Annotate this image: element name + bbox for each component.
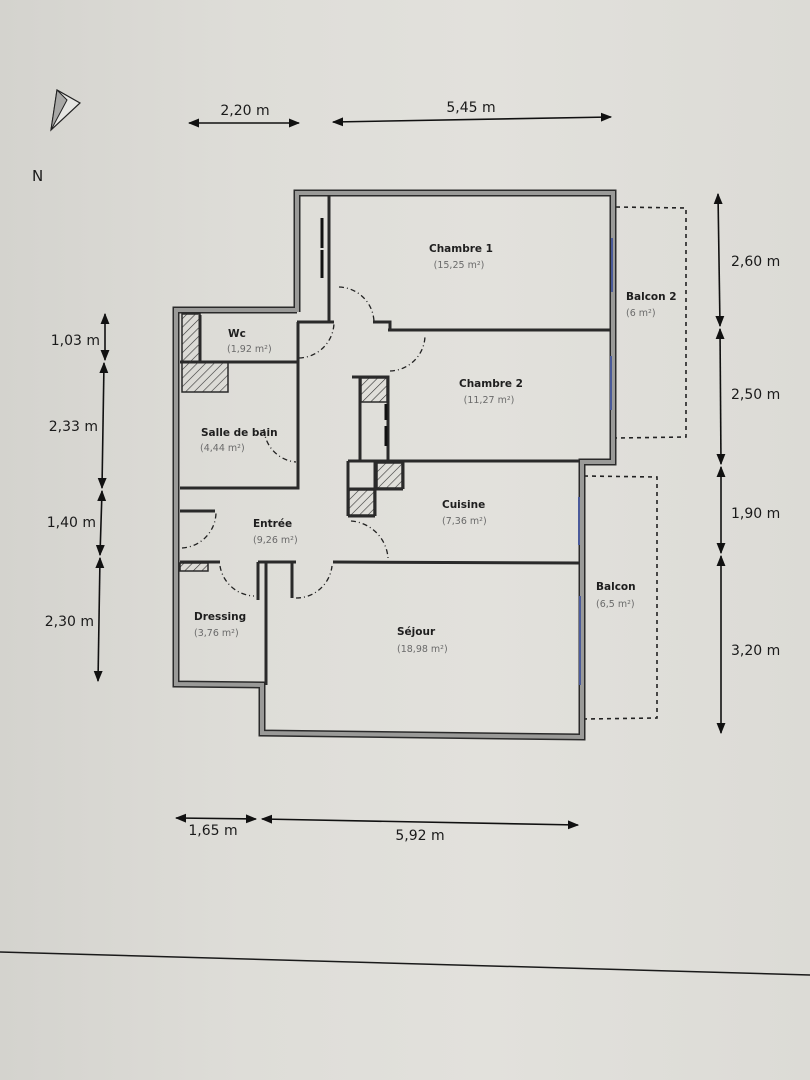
room-balcon-2: Balcon 2 (6 m²) xyxy=(626,291,677,319)
room-dressing: Dressing (3,76 m²) xyxy=(194,611,246,639)
wardrobe-doors xyxy=(320,218,388,446)
interior-walls xyxy=(180,196,610,685)
balconies xyxy=(583,206,687,720)
dim-bottom-1: 1,65 m xyxy=(188,823,237,839)
room-wc: Wc (1,92 m²) xyxy=(227,328,272,355)
svg-text:Salle de bain: Salle de bain xyxy=(201,427,278,439)
room-balcon: Balcon (6,5 m²) xyxy=(596,581,636,610)
door-swings xyxy=(181,286,426,599)
svg-text:(15,25 m²): (15,25 m²) xyxy=(434,260,485,271)
svg-text:Balcon: Balcon xyxy=(596,581,636,593)
north-label: N xyxy=(32,167,43,185)
svg-text:Chambre 2: Chambre 2 xyxy=(459,378,523,390)
top-dimensions: 2,20 m 5,45 m xyxy=(187,100,613,128)
dim-left-1: 1,03 m xyxy=(51,333,100,349)
svg-text:Balcon 2: Balcon 2 xyxy=(626,291,677,303)
dim-right-4: 3,20 m xyxy=(731,643,780,659)
hatched-ducts xyxy=(179,313,403,572)
svg-text:Chambre 1: Chambre 1 xyxy=(429,243,493,255)
bottom-dimensions: 1,65 m 5,92 m xyxy=(174,813,580,844)
svg-text:(7,36 m²): (7,36 m²) xyxy=(442,516,487,527)
svg-text:(18,98 m²): (18,98 m²) xyxy=(397,644,448,655)
svg-text:(1,92 m²): (1,92 m²) xyxy=(227,344,272,355)
dim-bottom-2: 5,92 m xyxy=(395,828,444,844)
svg-text:Cuisine: Cuisine xyxy=(442,499,485,511)
dim-top-1: 2,20 m xyxy=(220,103,269,119)
svg-text:(6 m²): (6 m²) xyxy=(626,308,656,319)
svg-text:Dressing: Dressing xyxy=(194,611,246,623)
walls xyxy=(172,189,617,741)
paper-edge-line xyxy=(0,951,810,976)
svg-text:(4,44 m²): (4,44 m²) xyxy=(200,443,245,454)
dim-right-3: 1,90 m xyxy=(731,506,780,522)
dim-left-4: 2,30 m xyxy=(45,614,94,630)
room-sejour: Séjour (18,98 m²) xyxy=(397,626,448,655)
svg-text:(9,26 m²): (9,26 m²) xyxy=(253,535,298,546)
dim-right-1: 2,60 m xyxy=(731,254,780,270)
svg-text:Wc: Wc xyxy=(228,328,246,340)
svg-text:Entrée: Entrée xyxy=(253,518,292,530)
room-salle-de-bain: Salle de bain (4,44 m²) xyxy=(200,427,278,454)
svg-text:(6,5 m²): (6,5 m²) xyxy=(596,599,635,610)
room-entree: Entrée (9,26 m²) xyxy=(253,518,298,546)
left-dimensions: 1,03 m 2,33 m 1,40 m 2,30 m xyxy=(45,312,110,683)
svg-text:(3,76 m²): (3,76 m²) xyxy=(194,628,239,639)
dim-left-2: 2,33 m xyxy=(49,419,98,435)
room-chambre-1: Chambre 1 (15,25 m²) xyxy=(429,243,493,271)
windows xyxy=(578,238,613,685)
room-chambre-2: Chambre 2 (11,27 m²) xyxy=(459,378,523,406)
svg-text:(11,27 m²): (11,27 m²) xyxy=(464,395,515,406)
svg-text:Séjour: Séjour xyxy=(397,626,436,638)
dim-top-2: 5,45 m xyxy=(446,100,495,116)
compass-arrow-icon xyxy=(50,88,82,132)
room-cuisine: Cuisine (7,36 m²) xyxy=(442,499,487,527)
dim-right-2: 2,50 m xyxy=(731,387,780,403)
right-dimensions: 2,60 m 2,50 m 1,90 m 3,20 m xyxy=(713,192,780,735)
dim-left-3: 1,40 m xyxy=(47,515,96,531)
